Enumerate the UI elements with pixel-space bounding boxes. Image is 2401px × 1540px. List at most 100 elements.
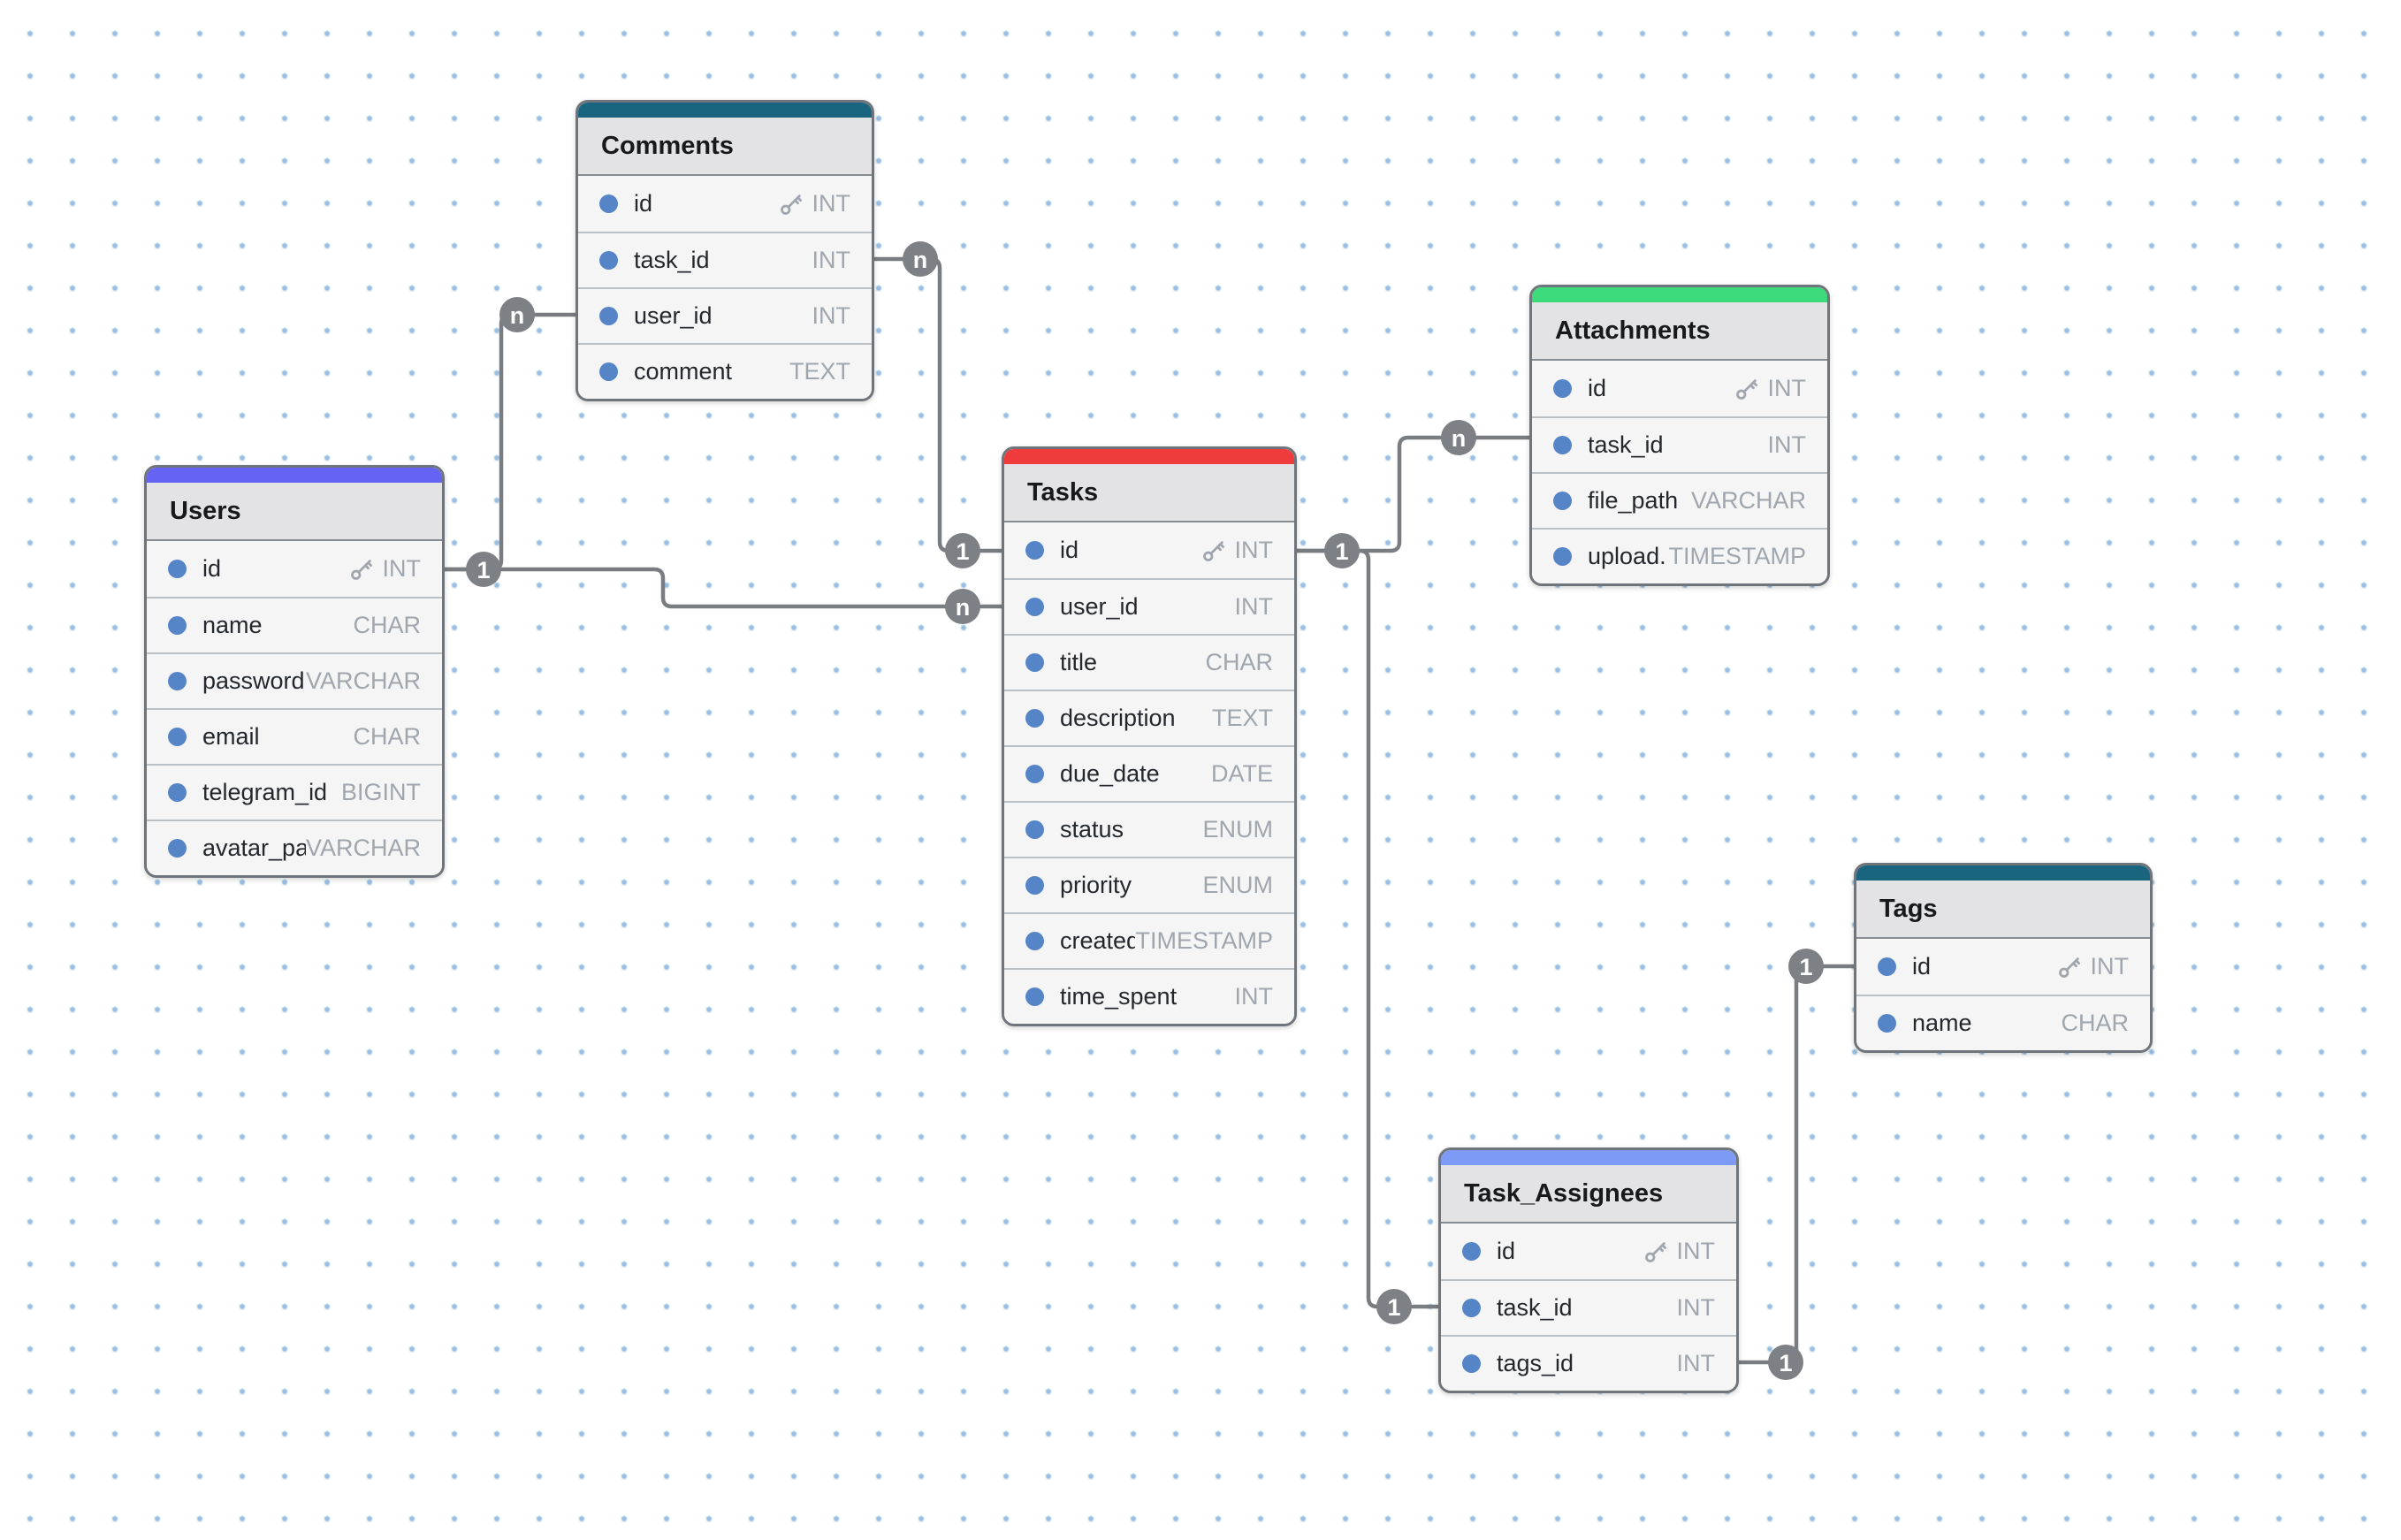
cardinality-badge-circle xyxy=(1441,420,1476,455)
field-dot-icon xyxy=(599,362,618,381)
field-row-Attachments-upload[interactable]: upload...TIMESTAMP xyxy=(1532,528,1827,583)
field-dot-icon xyxy=(1025,598,1044,616)
cardinality-badge: 1 xyxy=(1324,533,1360,568)
field-type-label: ENUM xyxy=(1202,816,1274,842)
field-dot-icon xyxy=(1462,1299,1481,1317)
field-type-label: CHAR xyxy=(1205,649,1273,675)
field-dot-icon xyxy=(1553,547,1572,566)
field-name: tags_id xyxy=(1497,1350,1574,1376)
field-type-label: INT xyxy=(2090,953,2130,980)
cardinality-badge-label: n xyxy=(1452,425,1467,452)
field-name: name xyxy=(202,612,263,638)
field-row-Tasks-title[interactable]: title CHAR xyxy=(1004,634,1294,690)
table-title[interactable]: Tags xyxy=(1856,881,2150,939)
field-dot-icon xyxy=(1553,379,1572,398)
field-type-label: TIMESTAMP xyxy=(1135,927,1273,954)
field-type-label: ENUM xyxy=(1202,872,1274,898)
field-type-label: CHAR xyxy=(2061,1010,2129,1036)
cardinality-badge-circle xyxy=(499,297,535,332)
table-title[interactable]: Attachments xyxy=(1532,302,1827,361)
field-type: VARCHAR xyxy=(1691,487,1806,515)
table-accent-bar xyxy=(1532,287,1827,302)
relationship-line[interactable] xyxy=(1736,964,1856,1365)
relationship-line[interactable] xyxy=(1294,435,1532,553)
field-type-label: INT xyxy=(812,247,851,273)
cardinality-badge: 1 xyxy=(945,533,980,568)
field-name: id xyxy=(1588,375,1607,401)
field-type-label: VARCHAR xyxy=(1690,487,1806,514)
table-title[interactable]: Users xyxy=(147,483,442,541)
field-name: id xyxy=(1060,537,1079,563)
table-title[interactable]: Task_Assignees xyxy=(1441,1165,1736,1224)
field-name: file_path xyxy=(1588,487,1679,514)
cardinality-badge-circle xyxy=(1788,949,1824,984)
field-row-Tasks-created[interactable]: created...TIMESTAMP xyxy=(1004,912,1294,968)
cardinality-badge: 1 xyxy=(466,552,501,587)
field-dot-icon xyxy=(1025,876,1044,895)
field-dot-icon xyxy=(599,251,618,270)
field-row-Comments-task_id[interactable]: task_id INT xyxy=(578,232,872,287)
field-type-label: TIMESTAMP xyxy=(1668,543,1806,569)
field-dot-icon xyxy=(1025,987,1044,1006)
field-name: title xyxy=(1060,649,1098,675)
relationship-line[interactable] xyxy=(1294,548,1441,1309)
relationship-line[interactable] xyxy=(872,256,1004,553)
cardinality-badge-label: n xyxy=(956,594,971,621)
cardinality-badge-label: n xyxy=(510,302,525,329)
relationship-line[interactable] xyxy=(442,567,1004,609)
table-title[interactable]: Tasks xyxy=(1004,464,1294,522)
field-name: user_id xyxy=(1060,593,1139,620)
field-name: created... xyxy=(1060,927,1135,954)
field-name: task_id xyxy=(634,247,710,273)
table-accent-bar xyxy=(578,103,872,118)
field-type: INT xyxy=(2056,953,2130,980)
field-type: DATE xyxy=(1211,760,1273,788)
field-row-Users-avatar_pa[interactable]: avatar_pa...VARCHAR xyxy=(147,820,442,875)
field-name: time_spent xyxy=(1060,983,1178,1010)
field-name: upload... xyxy=(1588,543,1668,569)
table-title[interactable]: Comments xyxy=(578,118,872,176)
field-type: BIGINT xyxy=(341,779,421,806)
primary-key-icon xyxy=(1202,540,1224,561)
cardinality-badge-circle xyxy=(1324,533,1360,568)
field-row-Attachments-file_path[interactable]: file_path VARCHAR xyxy=(1532,472,1827,528)
field-name: task_id xyxy=(1588,431,1664,458)
field-type-label: INT xyxy=(382,555,422,582)
relationship-line[interactable] xyxy=(442,312,578,572)
field-type: INT xyxy=(778,190,850,217)
field-name: id xyxy=(1497,1238,1516,1264)
field-type-label: VARCHAR xyxy=(305,667,421,694)
field-type: INT xyxy=(348,555,422,583)
field-dot-icon xyxy=(599,194,618,213)
